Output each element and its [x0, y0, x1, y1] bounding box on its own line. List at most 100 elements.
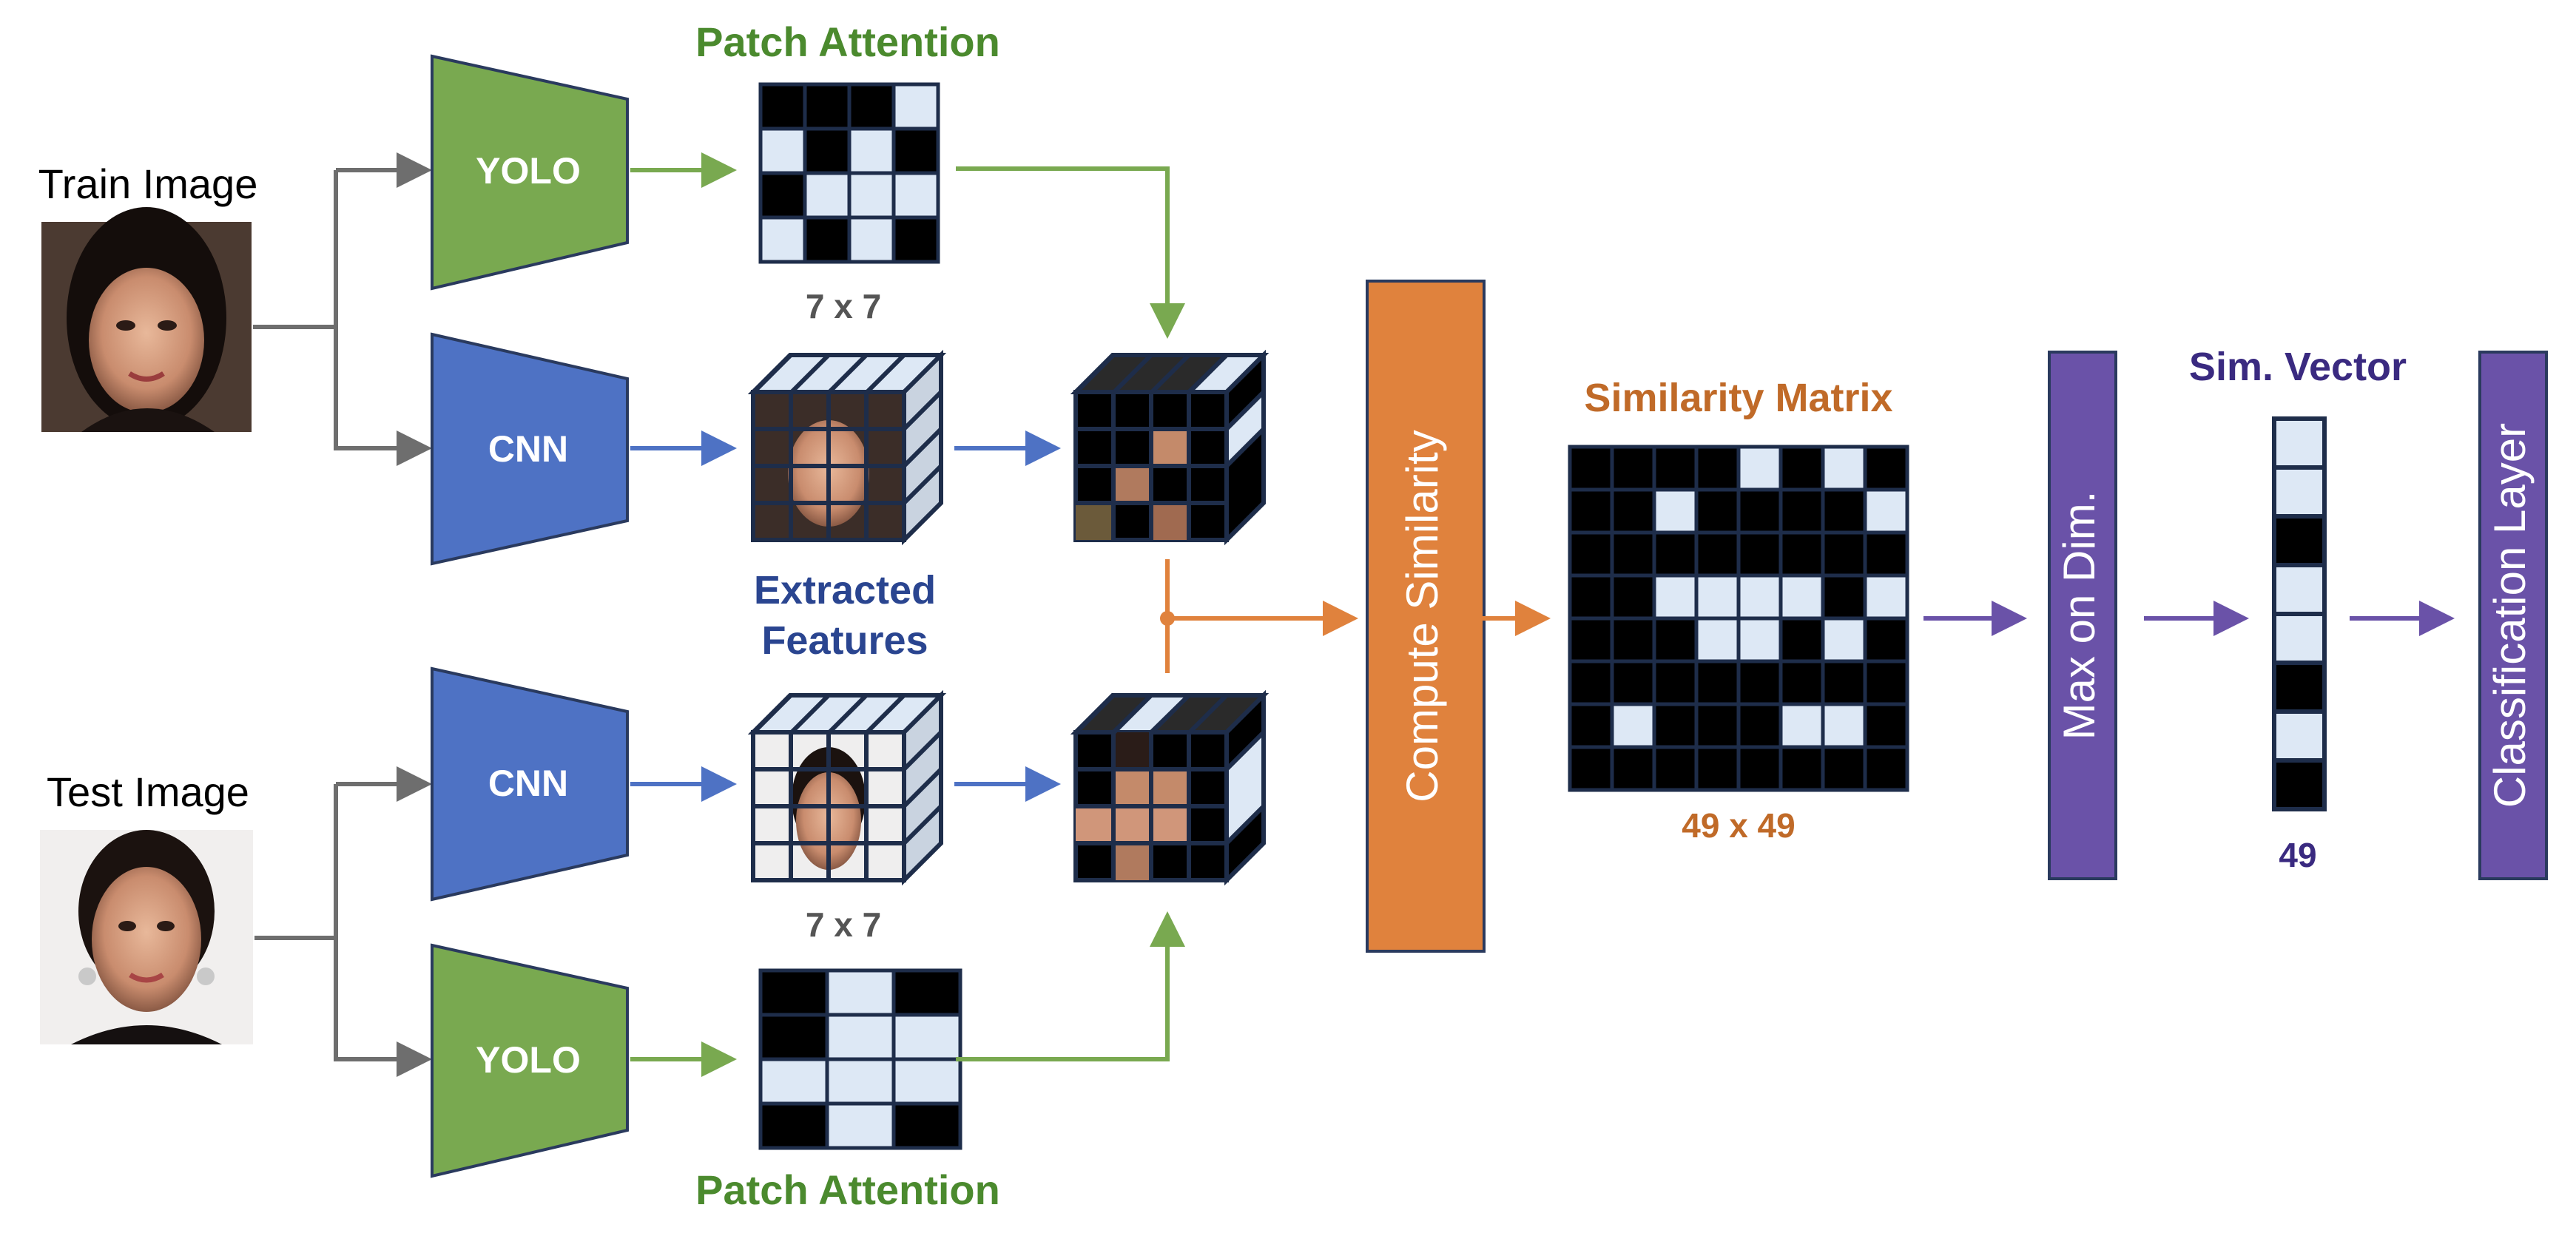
attention-top-cell — [891, 126, 940, 175]
similarity-matrix-cell — [1568, 659, 1614, 706]
attention-bottom-cell — [758, 1013, 829, 1061]
yolo-block-bottom: YOLO — [431, 943, 629, 1178]
attention-bottom-cell — [891, 968, 962, 1017]
similarity-matrix-cell — [1863, 702, 1909, 749]
max-on-dim-block: Max on Dim. — [2048, 351, 2117, 880]
similarity-matrix-cell — [1610, 487, 1656, 535]
attention-top-cell — [847, 171, 896, 220]
similarity-matrix-cell — [1652, 659, 1699, 706]
feature-cube-bottom — [747, 689, 947, 886]
attention-bottom-mask-arrow — [956, 911, 1185, 1061]
similarity-matrix-cell — [1736, 530, 1783, 578]
similarity-matrix-cell — [1778, 616, 1825, 663]
similarity-matrix-cell — [1821, 530, 1867, 578]
similarity-matrix-cell — [1568, 530, 1614, 578]
attention-bottom-cell — [891, 1057, 962, 1106]
similarity-matrix-size: 49 x 49 — [1682, 806, 1795, 845]
attention-top-cell — [803, 215, 852, 264]
similarity-matrix-cell — [1863, 445, 1909, 492]
train-image-label: Train Image — [38, 161, 258, 207]
sim-vector-cell — [2272, 709, 2327, 763]
attention-bottom-cell — [825, 1057, 896, 1106]
similarity-matrix-cell — [1863, 530, 1909, 578]
masked-cube-bottom — [1070, 689, 1270, 886]
similarity-matrix-cell — [1736, 659, 1783, 706]
similarity-matrix-cell — [1736, 702, 1783, 749]
sim-vector-title: Sim. Vector — [2189, 345, 2407, 389]
similarity-matrix-cell — [1652, 530, 1699, 578]
feature-cube-top — [747, 349, 947, 546]
patch-attention-grid-bottom — [758, 968, 962, 1150]
similarity-matrix-cell — [1568, 702, 1614, 749]
test-image-label: Test Image — [47, 769, 249, 815]
similarity-matrix-cell — [1694, 659, 1741, 706]
similarity-matrix-cell — [1694, 573, 1741, 621]
similarity-matrix-cell — [1778, 530, 1825, 578]
attention-top-cell — [803, 126, 852, 175]
similarity-matrix-cell — [1652, 702, 1699, 749]
similarity-matrix-cell — [1736, 745, 1783, 792]
similarity-matrix-cell — [1694, 487, 1741, 535]
cnn-block-bottom: CNN — [431, 666, 629, 902]
similarity-matrix-cell — [1778, 702, 1825, 749]
attention-top-cell — [803, 82, 852, 131]
similarity-matrix-cell — [1652, 745, 1699, 792]
attention-bottom-cell — [825, 1013, 896, 1061]
similarity-matrix-cell — [1610, 530, 1656, 578]
attention-top-cell — [847, 82, 896, 131]
similarity-matrix-cell — [1821, 659, 1867, 706]
attention-bottom-cell — [758, 1101, 829, 1150]
attention-top-cell — [758, 171, 807, 220]
similarity-matrix-cell — [1652, 445, 1699, 492]
sim-vector-cell — [2272, 514, 2327, 567]
patch-attention-grid-top — [758, 82, 940, 264]
similarity-matrix-cell — [1736, 616, 1783, 663]
similarity-matrix-cell — [1736, 487, 1783, 535]
attention-top-cell — [847, 126, 896, 175]
patch-attention-top-title: Patch Attention — [695, 18, 1000, 65]
sim-vector-size: 49 — [2279, 836, 2316, 874]
similarity-matrix-cell — [1821, 702, 1867, 749]
similarity-matrix-cell — [1610, 445, 1656, 492]
sim-vector-column — [2272, 416, 2327, 811]
similarity-matrix-cell — [1568, 745, 1614, 792]
test-input-connector — [254, 766, 432, 1077]
similarity-matrix-cell — [1694, 445, 1741, 492]
attention-top-cell — [847, 215, 896, 264]
similarity-matrix-cell — [1821, 445, 1867, 492]
similarity-matrix-cell — [1821, 745, 1867, 792]
sim-vector-cell — [2272, 661, 2327, 714]
sim-vector-cell — [2272, 612, 2327, 665]
attention-top-cell — [803, 171, 852, 220]
yolo-block-bottom-label: YOLO — [476, 1039, 581, 1081]
train-image — [41, 207, 252, 432]
test-image — [40, 830, 253, 1044]
extracted-features-line2: Features — [761, 618, 928, 663]
attention-bottom-cell — [891, 1013, 962, 1061]
similarity-matrix-cell — [1568, 616, 1614, 663]
similarity-matrix-cell — [1736, 573, 1783, 621]
similarity-matrix-cell — [1863, 616, 1909, 663]
similarity-matrix-cell — [1652, 616, 1699, 663]
cnn-block-top-label: CNN — [488, 428, 568, 470]
similarity-matrix-cell — [1778, 659, 1825, 706]
extracted-features-line1: Extracted — [754, 568, 936, 612]
yolo-block-top: YOLO — [431, 54, 629, 291]
cnn-block-bottom-label: CNN — [488, 763, 568, 804]
sim-vector-cell — [2272, 758, 2327, 811]
attention-bottom-cell — [891, 1101, 962, 1150]
compute-similarity-label: Compute Similarity — [1397, 430, 1447, 802]
merge-connector — [1160, 559, 1358, 673]
similarity-matrix-cell — [1568, 445, 1614, 492]
similarity-matrix-cell — [1778, 573, 1825, 621]
grid-size-bottom: 7 x 7 — [806, 905, 881, 944]
similarity-matrix-cell — [1694, 745, 1741, 792]
similarity-matrix-cell — [1821, 573, 1867, 621]
similarity-matrix-cell — [1652, 573, 1699, 621]
attention-top-cell — [758, 126, 807, 175]
similarity-matrix-cell — [1694, 616, 1741, 663]
sim-vector-cell — [2272, 416, 2327, 470]
grid-size-top: 7 x 7 — [806, 287, 881, 325]
similarity-matrix-cell — [1863, 745, 1909, 792]
